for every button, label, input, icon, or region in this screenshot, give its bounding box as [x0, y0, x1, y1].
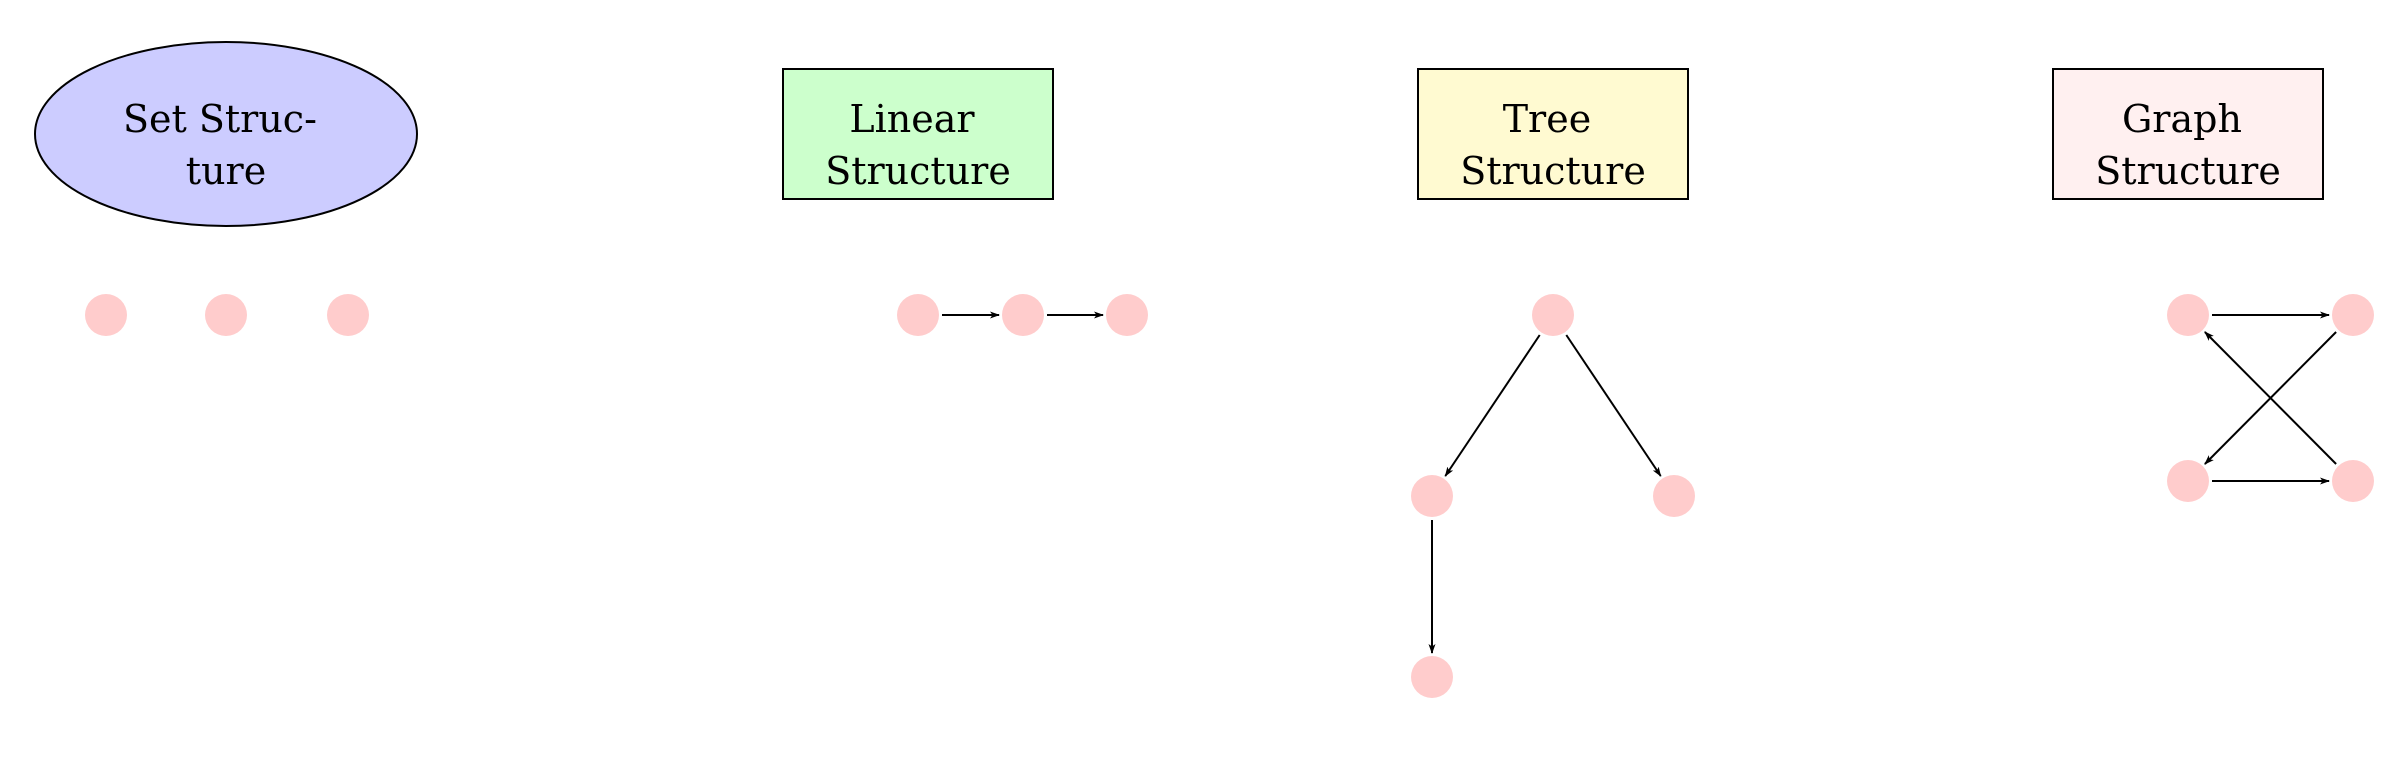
tree-edge-root-to-left: [1444, 334, 1541, 477]
tree-left-child-node: [1411, 656, 1453, 698]
set-structure-title: Set Struc- ture: [123, 97, 329, 193]
tree-structure-title-line-1: Tree: [1503, 97, 1592, 141]
graph-bottom-right-node: [2332, 460, 2374, 502]
linear-structure-title-line-1: Linear: [849, 97, 975, 141]
graph-structure-title-box: [2052, 68, 2324, 200]
tree-structure-title: Tree Structure: [1460, 97, 1646, 193]
linear-node-2: [1002, 294, 1044, 336]
set-structure-title-shape: [34, 41, 418, 227]
graph-structure-title-line-2: Structure: [2095, 149, 2281, 193]
tree-root-node: [1532, 294, 1574, 336]
graph-edge-bottomright-to-topleft: [2204, 331, 2337, 465]
tree-right-node: [1653, 475, 1695, 517]
linear-node-3: [1106, 294, 1148, 336]
tree-left-node: [1411, 475, 1453, 517]
tree-edge-root-to-right: [1565, 334, 1662, 477]
graph-top-right-node: [2332, 294, 2374, 336]
tree-structure-title-box: [1417, 68, 1689, 200]
linear-structure-title-line-2: Structure: [825, 149, 1011, 193]
linear-structure-title-box: [782, 68, 1054, 200]
set-node-1: [85, 294, 127, 336]
set-structure-title-line-2: ture: [186, 149, 266, 193]
set-node-3: [327, 294, 369, 336]
graph-structure-group: Graph Structure: [2052, 68, 2374, 502]
set-structure-group: Set Struc- ture: [34, 41, 418, 336]
linear-structure-title: Linear Structure: [825, 97, 1011, 193]
graph-bottom-left-node: [2167, 460, 2209, 502]
tree-structure-title-line-2: Structure: [1460, 149, 1646, 193]
linear-node-1: [897, 294, 939, 336]
graph-structure-title: Graph Structure: [2095, 97, 2281, 193]
linear-structure-group: Linear Structure: [782, 68, 1148, 336]
tree-structure-group: Tree Structure: [1411, 68, 1695, 698]
set-structure-title-line-1: Set Struc-: [123, 97, 317, 141]
set-node-2: [205, 294, 247, 336]
graph-top-left-node: [2167, 294, 2209, 336]
graph-structure-title-line-1: Graph: [2122, 97, 2242, 141]
